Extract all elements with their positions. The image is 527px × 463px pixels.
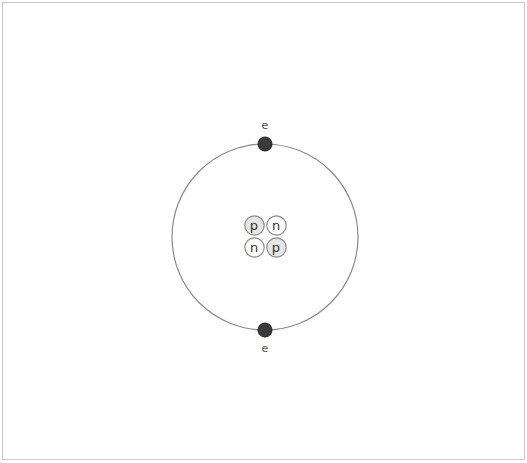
electron-orbit	[172, 144, 358, 330]
particle-letter: p	[250, 219, 258, 232]
particle-circle	[266, 237, 285, 256]
neutron-circle: n	[266, 215, 287, 236]
electron: e	[258, 137, 272, 151]
frame	[3, 3, 525, 460]
electron-dot	[258, 323, 272, 337]
particle-letter: p	[272, 241, 280, 254]
particle-letter: n	[272, 219, 280, 232]
electron-dot	[258, 137, 272, 151]
proton-circle: p	[244, 215, 265, 236]
particle-circle	[244, 215, 263, 234]
particle-letter: n	[250, 241, 258, 254]
electron-dot	[258, 323, 272, 337]
particle-circle	[244, 237, 263, 256]
proton-circle: p	[266, 237, 287, 258]
electron-dot	[258, 137, 272, 151]
particle-circle	[266, 215, 285, 234]
electron: e	[258, 323, 272, 337]
neutron-circle: n	[244, 237, 265, 258]
electron-label: e	[262, 120, 269, 131]
electron-label: e	[262, 343, 269, 354]
